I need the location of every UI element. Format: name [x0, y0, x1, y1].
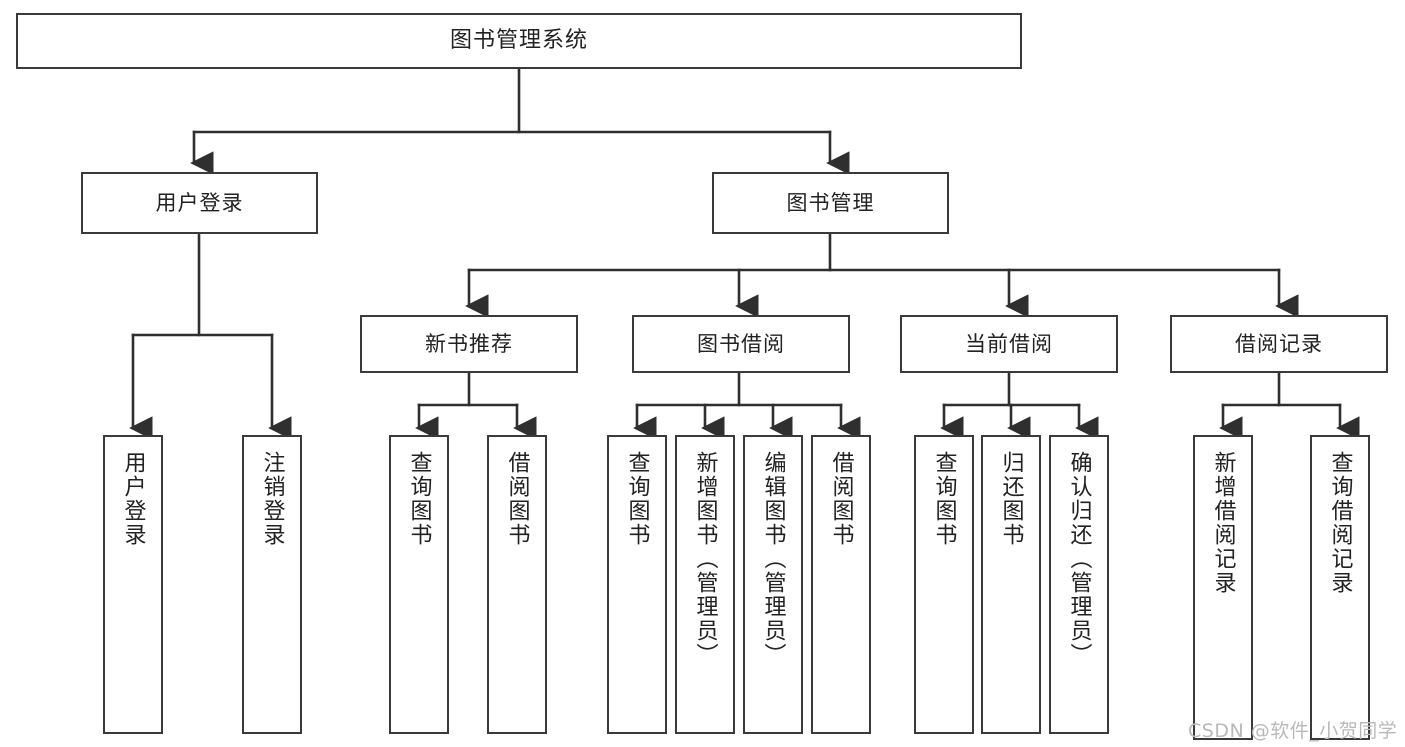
leaf-logout-login-label: 注销登录 — [259, 451, 285, 547]
node-new-book-recommend-label: 新书推荐 — [425, 331, 513, 356]
node-book-borrow[interactable]: 图书借阅 — [632, 315, 850, 373]
node-book-management-label: 图书管理 — [786, 190, 875, 215]
leaf-user-login-label: 用户登录 — [120, 451, 146, 547]
leaf-return-book-label: 归还图书 — [998, 451, 1024, 547]
node-new-book-recommend[interactable]: 新书推荐 — [360, 315, 578, 373]
leaf-return-book[interactable]: 归还图书 — [981, 435, 1041, 734]
node-book-borrow-label: 图书借阅 — [697, 331, 785, 356]
leaf-query-book-3-label: 查询图书 — [931, 451, 957, 547]
node-borrow-record[interactable]: 借阅记录 — [1170, 315, 1388, 373]
node-book-management[interactable]: 图书管理 — [712, 172, 949, 234]
leaf-borrow-book-2[interactable]: 借阅图书 — [811, 435, 871, 734]
node-user-login-label: 用户登录 — [155, 190, 244, 215]
leaf-borrow-book-1[interactable]: 借阅图书 — [487, 435, 547, 734]
node-current-borrow-label: 当前借阅 — [965, 331, 1053, 356]
leaf-query-book-1-label: 查询图书 — [406, 451, 432, 547]
leaf-query-book-1[interactable]: 查询图书 — [389, 435, 449, 734]
leaf-add-book[interactable]: 新增图书（管理员） — [675, 435, 735, 734]
leaf-edit-book[interactable]: 编辑图书（管理员） — [743, 435, 803, 734]
node-current-borrow[interactable]: 当前借阅 — [900, 315, 1118, 373]
leaf-query-record[interactable]: 查询借阅记录 — [1310, 435, 1370, 740]
leaf-add-record-label: 新增借阅记录 — [1210, 451, 1236, 595]
watermark: CSDN @软件_小贺同学 — [1188, 720, 1398, 742]
leaf-query-record-label: 查询借阅记录 — [1327, 451, 1353, 595]
leaf-add-record[interactable]: 新增借阅记录 — [1193, 435, 1253, 740]
leaf-borrow-book-2-label: 借阅图书 — [828, 451, 854, 547]
leaf-query-book-2-label: 查询图书 — [624, 451, 650, 547]
leaf-query-book-3[interactable]: 查询图书 — [914, 435, 974, 734]
leaf-add-book-label: 新增图书（管理员） — [692, 451, 718, 667]
leaf-query-book-2[interactable]: 查询图书 — [607, 435, 667, 734]
leaf-edit-book-label: 编辑图书（管理员） — [760, 451, 786, 667]
node-root[interactable]: 图书管理系统 — [16, 13, 1022, 69]
node-borrow-record-label: 借阅记录 — [1235, 331, 1323, 356]
leaf-confirm-return[interactable]: 确认归还（管理员） — [1049, 435, 1109, 734]
node-user-login[interactable]: 用户登录 — [81, 172, 318, 234]
leaf-logout-login[interactable]: 注销登录 — [242, 435, 302, 734]
node-root-label: 图书管理系统 — [449, 28, 588, 54]
leaf-confirm-return-label: 确认归还（管理员） — [1066, 451, 1092, 667]
leaf-borrow-book-1-label: 借阅图书 — [504, 451, 530, 547]
leaf-user-login[interactable]: 用户登录 — [103, 435, 163, 734]
